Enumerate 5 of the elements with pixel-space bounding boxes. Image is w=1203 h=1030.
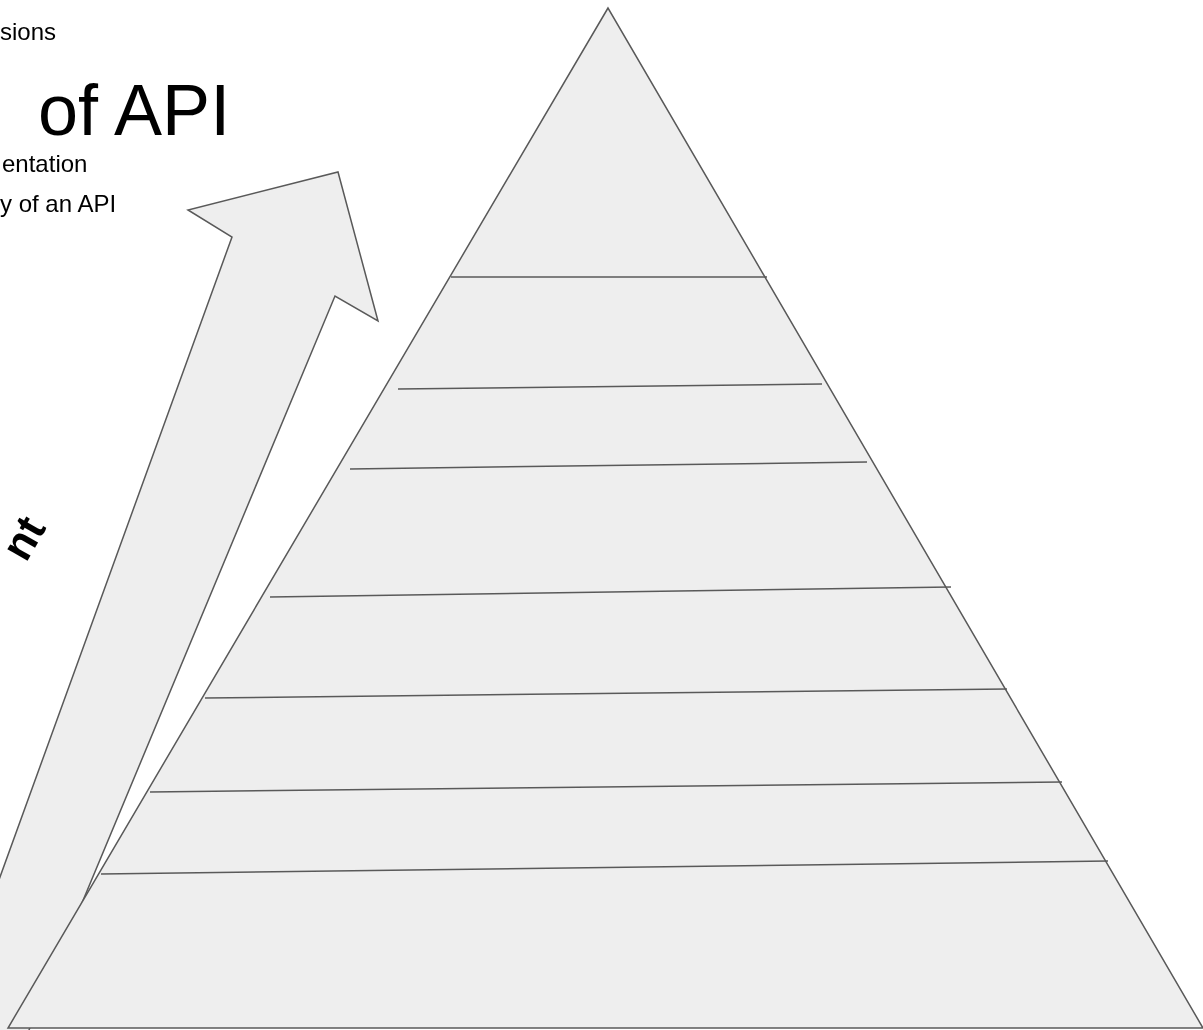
- title-text: of API: [38, 74, 231, 146]
- heading-text: entation: [2, 152, 88, 176]
- heading-text: y of an API: [0, 192, 117, 216]
- rotated-text: nt: [0, 509, 53, 567]
- heading-text: sions: [0, 20, 57, 44]
